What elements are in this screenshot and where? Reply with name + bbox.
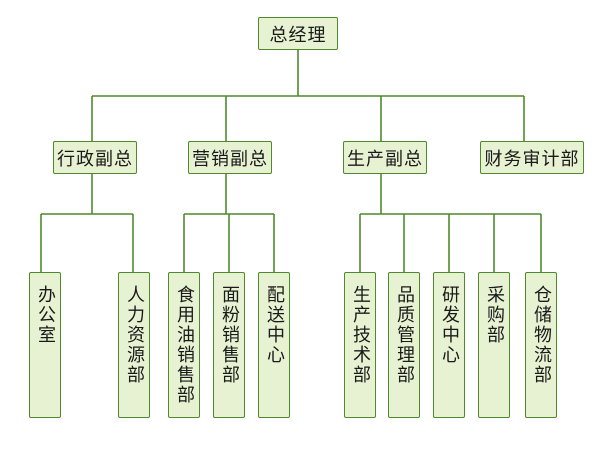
node-flour-sales: 面粉销售部 [213, 272, 245, 418]
node-rnd-center-label: 研发中心 [439, 285, 460, 365]
node-office-label: 办公室 [35, 285, 56, 345]
node-hr-dept: 人力资源部 [118, 272, 150, 418]
node-warehouse-logistics: 仓储物流部 [525, 272, 557, 418]
node-production-tech: 生产技术部 [344, 272, 376, 418]
node-office: 办公室 [29, 272, 61, 418]
node-quality-management-label: 品质管理部 [394, 285, 415, 385]
node-quality-management: 品质管理部 [388, 272, 420, 418]
node-distribution-center: 配送中心 [258, 272, 290, 418]
node-hr-dept-label: 人力资源部 [124, 285, 145, 385]
node-flour-sales-label: 面粉销售部 [219, 285, 240, 385]
node-purchasing-label: 采购部 [484, 285, 505, 345]
node-marketing-vp: 营销副总 [188, 141, 272, 174]
node-edible-oil-sales-label: 食用油销售部 [174, 285, 195, 405]
node-production-tech-label: 生产技术部 [350, 285, 371, 385]
node-production-vp: 生产副总 [343, 141, 427, 174]
node-warehouse-logistics-label: 仓储物流部 [531, 285, 552, 385]
node-purchasing: 采购部 [478, 272, 510, 418]
node-edible-oil-sales: 食用油销售部 [168, 272, 200, 418]
node-finance-audit-dept: 财务审计部 [480, 141, 584, 174]
node-distribution-center-label: 配送中心 [264, 285, 285, 365]
node-rnd-center: 研发中心 [433, 272, 465, 418]
node-admin-vp: 行政副总 [53, 141, 137, 174]
node-general-manager: 总经理 [258, 17, 338, 50]
